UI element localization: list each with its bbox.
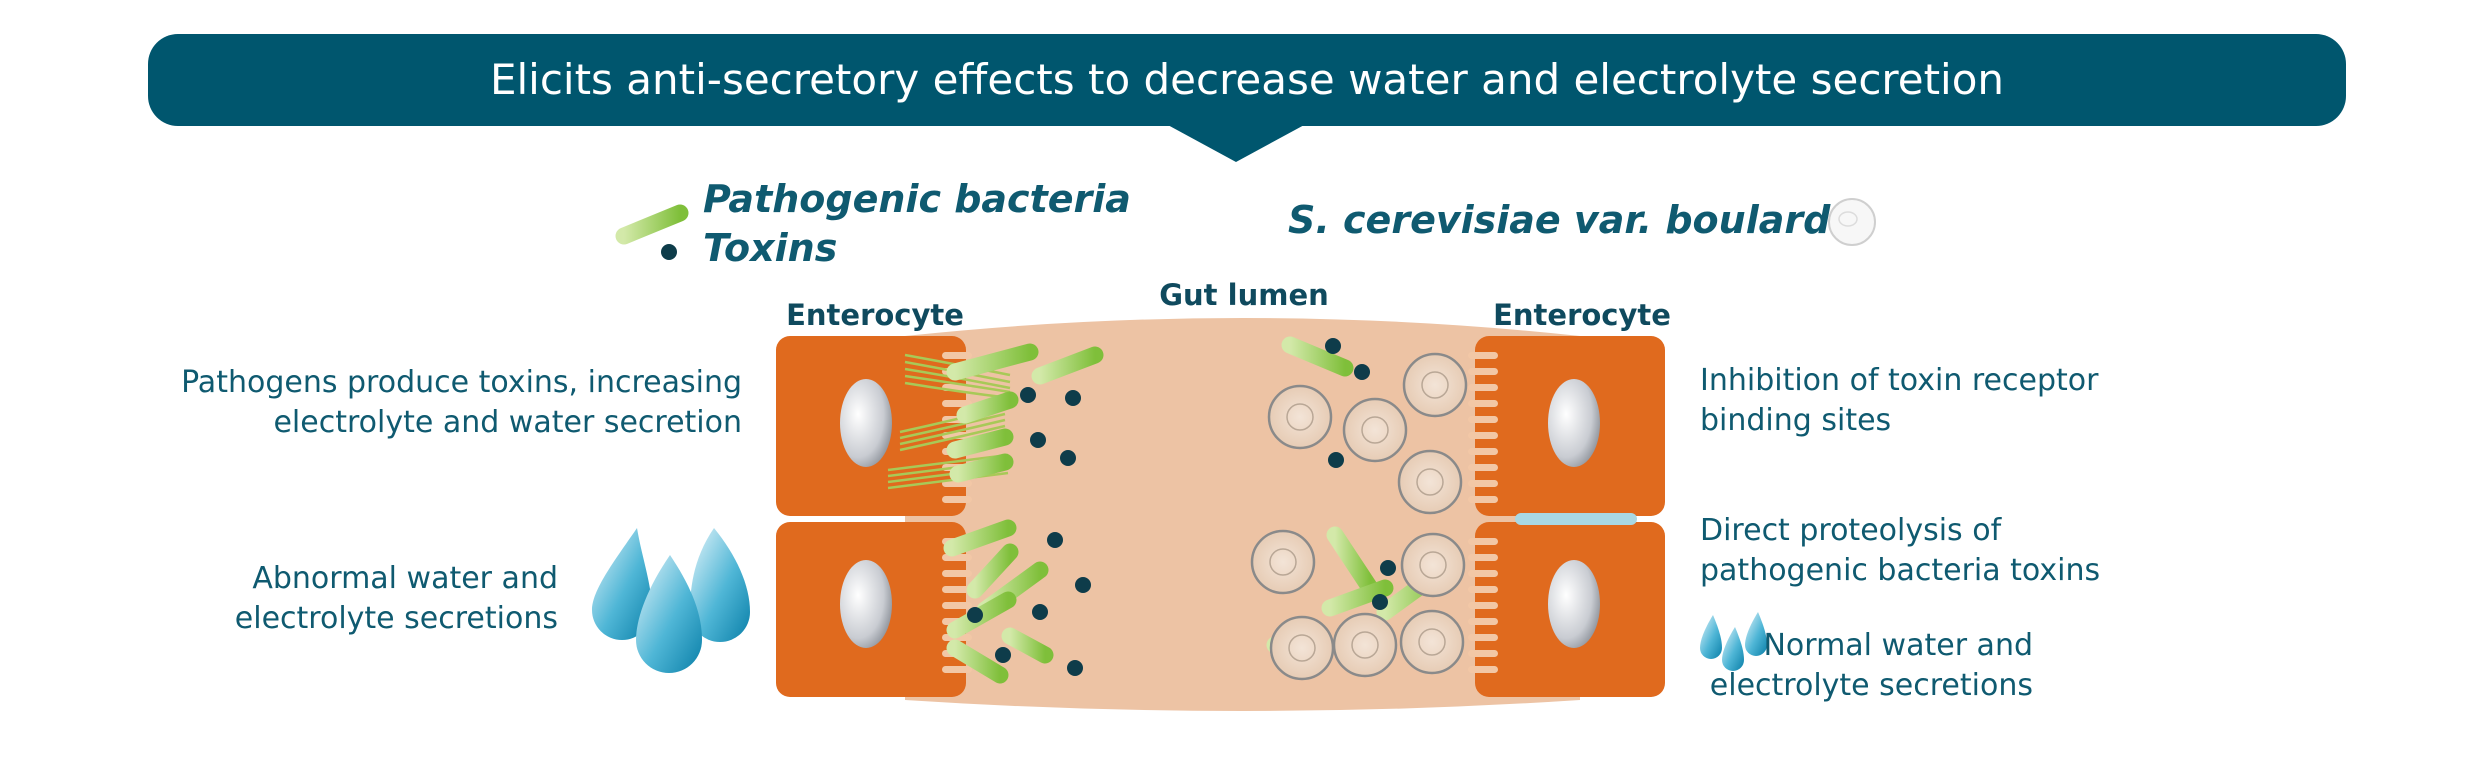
bacterium xyxy=(956,391,1019,424)
left-enterocyte-label: Enterocyte xyxy=(786,298,964,332)
toxin-dot xyxy=(1354,364,1370,380)
note-pathogens-line1: Pathogens produce toxins, increasing xyxy=(181,365,742,400)
toxin-dot xyxy=(967,607,983,623)
bacterium xyxy=(1326,526,1379,597)
toxin-dot xyxy=(1075,577,1091,593)
nucleus xyxy=(1548,560,1600,648)
toxin-dot xyxy=(1372,594,1388,610)
yeast-cell xyxy=(1250,529,1316,595)
yeast-cell xyxy=(1269,615,1335,681)
toxin-dot xyxy=(1325,338,1341,354)
abnormal-secretion-droplets xyxy=(592,528,750,673)
bacterium xyxy=(966,543,1019,599)
yeast-cell xyxy=(1332,612,1398,678)
toxin-dot xyxy=(1032,604,1048,620)
bacterium xyxy=(1281,336,1354,377)
left-enterocyte-bottom xyxy=(776,522,966,697)
bacterium xyxy=(943,519,1017,557)
note-abnormal-line1: Abnormal water and xyxy=(252,561,558,596)
bacterium xyxy=(946,343,1039,381)
toxin-dot xyxy=(1380,560,1396,576)
yeast-cell xyxy=(1342,397,1408,463)
blocked-receptor-bar xyxy=(1515,513,1637,525)
gut-lumen xyxy=(905,318,1580,711)
toxin-dot xyxy=(1030,432,1046,448)
droplet-icon xyxy=(636,555,702,673)
droplet-icon xyxy=(690,528,750,642)
note-proteolysis-line1: Direct proteolysis of xyxy=(1700,513,2003,548)
bacterium xyxy=(1031,346,1104,385)
note-pathogens-line2: electrolyte and water secretion xyxy=(273,405,742,440)
droplet-icon xyxy=(1745,612,1767,656)
note-inhibition-line1: Inhibition of toxin receptor xyxy=(1700,363,2099,398)
right-microvilli xyxy=(1468,352,1498,673)
right-enterocyte-label: Enterocyte xyxy=(1493,298,1671,332)
bacterium xyxy=(946,428,1014,459)
toxin-dot xyxy=(1047,532,1063,548)
title: Elicits anti-secretory effects to decrea… xyxy=(490,55,2004,104)
toxins-group xyxy=(967,338,1396,676)
note-abnormal-line2: electrolyte secretions xyxy=(235,601,558,636)
bacterium xyxy=(1321,579,1394,617)
droplet-icon xyxy=(1700,615,1722,659)
legend-yeast: S. cerevisiae var. boulardii xyxy=(1288,198,1857,242)
title-banner: Elicits anti-secretory effects to decrea… xyxy=(148,34,2346,162)
normal-secretion-droplets xyxy=(1700,612,1767,671)
toxin-dot xyxy=(1020,387,1036,403)
toxin-dot xyxy=(1067,660,1083,676)
toxin-dot xyxy=(1328,452,1344,468)
yeast-cell xyxy=(1402,352,1468,418)
bacterium xyxy=(946,639,1009,684)
toxin-legend-icon xyxy=(661,244,677,260)
toxin-dot xyxy=(995,647,1011,663)
yeast-cell xyxy=(1400,532,1466,598)
legend-pathogenic-bacteria: Pathogenic bacteria xyxy=(703,177,1131,221)
legend: Pathogenic bacteria Toxins S. cerevisiae… xyxy=(615,177,1876,270)
right-enterocyte-top xyxy=(1475,336,1665,516)
left-enterocyte-top xyxy=(776,336,966,516)
droplet-icon xyxy=(1722,627,1744,671)
toxin-dot xyxy=(1060,450,1076,466)
bacterium xyxy=(949,453,1014,483)
note-normal-line1: Normal water and xyxy=(1763,628,2033,663)
yeast-cell xyxy=(1399,609,1465,675)
legend-toxins: Toxins xyxy=(703,226,837,270)
nucleus xyxy=(1548,379,1600,467)
droplet-icon xyxy=(592,528,652,640)
bacterium xyxy=(1001,627,1054,664)
right-enterocyte-bottom xyxy=(1475,522,1665,697)
yeast-cell xyxy=(1267,384,1333,450)
note-proteolysis-line2: pathogenic bacteria toxins xyxy=(1700,553,2100,588)
nucleus xyxy=(840,379,892,467)
note-normal-line2: electrolyte secretions xyxy=(1710,668,2033,703)
note-inhibition-line2: binding sites xyxy=(1700,403,1891,438)
nucleus xyxy=(840,560,892,648)
yeast-legend-icon xyxy=(1828,198,1876,246)
yeast-cell xyxy=(1397,449,1463,515)
bacteria-legend-icon xyxy=(615,204,689,245)
gut-lumen-label: Gut lumen xyxy=(1159,278,1329,312)
yeast-cells xyxy=(1250,352,1468,681)
toxin-dot xyxy=(1065,390,1081,406)
